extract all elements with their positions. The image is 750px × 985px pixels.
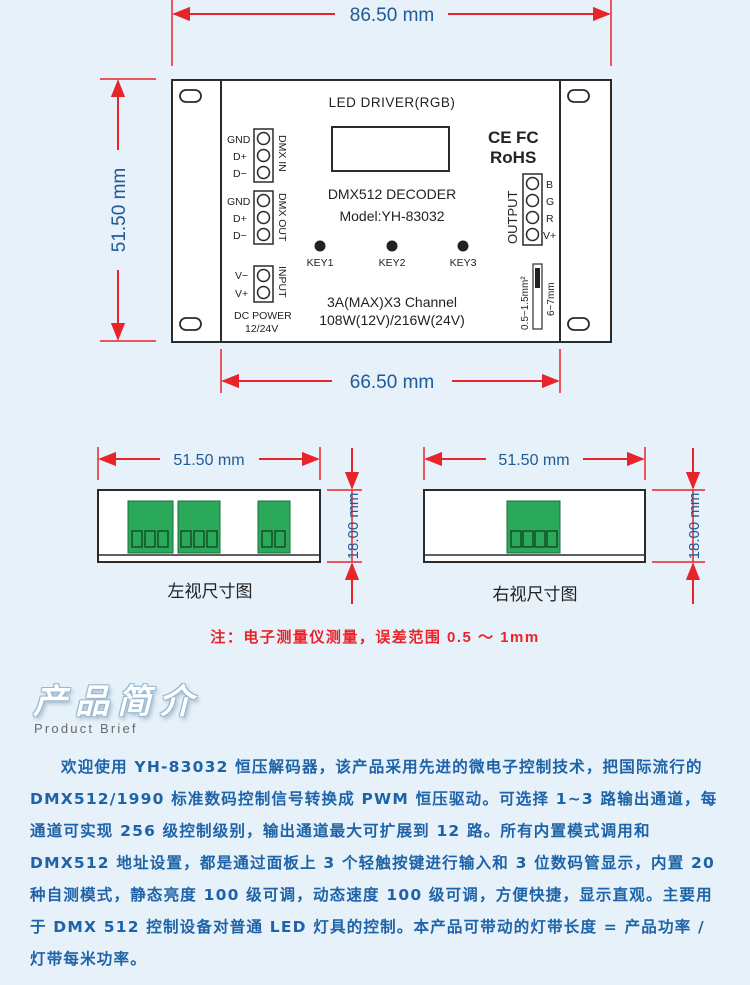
dmx-out-terminal (253, 190, 274, 245)
dmx-in-terminal (253, 128, 274, 183)
strip-length-label: 6~7mm (546, 282, 557, 316)
fc-mark: FC (516, 128, 539, 147)
dc-voltage-label: 12/24V (245, 323, 278, 335)
dmx-in-pin-gnd: GND (227, 134, 251, 146)
right-view-caption: 右视尺寸图 (493, 585, 578, 604)
left-view-height-label: 18.00 mm (345, 493, 362, 560)
dmx-in-label: DMX IN (276, 135, 288, 172)
digital-display (331, 126, 450, 172)
mounting-slot (567, 89, 590, 103)
right-side-view: 51.50 mm 18.00 mm 右视尺寸图 (423, 447, 705, 604)
dmx-out-pin-gnd: GND (227, 196, 251, 208)
dmx-out-connector (177, 500, 221, 554)
section-subtitle: Product Brief (34, 721, 138, 736)
key2-button (386, 240, 398, 252)
output-terminal (522, 173, 543, 246)
dmx-out-pin-dplus: D+ (233, 213, 247, 225)
channel-line1: 3A(MAX)X3 Channel (327, 294, 457, 310)
dimension-inner-width: 66.50 mm (220, 349, 561, 393)
mounting-slot (567, 317, 590, 331)
dmx-in-connector (127, 500, 174, 554)
power-input-terminal (253, 265, 274, 303)
input-label: INPUT (276, 266, 288, 298)
decoder-label: DMX512 DECODER (328, 186, 456, 202)
dmx-in-pin-dplus: D+ (233, 151, 247, 163)
dimension-inner-width-label: 66.50 mm (350, 372, 434, 393)
power-connector (257, 500, 291, 554)
wire-strip-gauge (532, 263, 543, 330)
dimension-top-width-label: 86.50 mm (350, 5, 434, 26)
dmx-in-pin-dminus: D− (233, 168, 247, 180)
ce-mark: CE (488, 128, 512, 147)
output-label: OUTPUT (505, 191, 520, 245)
wire-strip-mark (535, 268, 540, 288)
rohs-mark: RoHS (490, 148, 536, 167)
left-view-caption: 左视尺寸图 (168, 582, 253, 601)
key1-label: KEY1 (307, 257, 334, 269)
right-view-height-label: 18.00 mm (686, 493, 703, 560)
dimension-height: 51.50 mm (100, 78, 156, 342)
input-pin-vplus: V+ (235, 288, 248, 300)
device-top-view: LED DRIVER(RGB) DMX512 DECODER Model:YH-… (171, 79, 612, 343)
dmx-out-pin-dminus: D− (233, 230, 247, 242)
mounting-slot (179, 317, 202, 331)
dimension-top-width: 86.50 mm (171, 0, 612, 66)
model-label: Model:YH-83032 (339, 208, 444, 224)
dimension-height-label: 51.50 mm (109, 168, 130, 252)
output-pin-b: B (546, 179, 553, 191)
left-side-view: 51.50 mm 18.00 mm 左视尺寸图 (97, 447, 362, 604)
dmx-out-label: DMX OUT (276, 193, 288, 242)
right-view-width-label: 51.50 mm (498, 452, 569, 469)
key3-label: KEY3 (450, 257, 477, 269)
measurement-note: 注：电子测量仪测量，误差范围 0.5 ～ 1mm (210, 629, 540, 646)
wire-gauge-label: 0.5~1.5mm² (520, 276, 531, 330)
key2-label: KEY2 (379, 257, 406, 269)
section-title: 产品简介 (33, 682, 201, 722)
input-pin-vminus: V− (235, 270, 248, 282)
key3-button (457, 240, 469, 252)
mounting-slot (179, 89, 202, 103)
left-view-width-label: 51.50 mm (173, 452, 244, 469)
output-pin-g: G (546, 196, 554, 208)
device-title: LED DRIVER(RGB) (329, 95, 456, 110)
dc-power-label: DC POWER (234, 310, 292, 322)
output-connector (506, 500, 561, 554)
channel-line2: 108W(12V)/216W(24V) (319, 312, 465, 328)
output-pin-r: R (546, 213, 554, 225)
key1-button (314, 240, 326, 252)
output-pin-vplus: V+ (543, 230, 556, 242)
product-brief-text: 欢迎使用 YH-83032 恒压解码器，该产品采用先进的微电子控制技术，把国际流… (30, 758, 718, 968)
